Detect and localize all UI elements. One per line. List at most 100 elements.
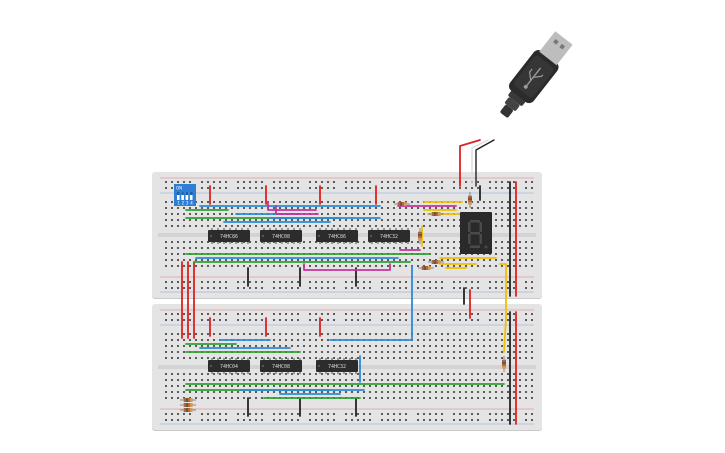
- chip-pin: [331, 242, 333, 244]
- resistor-band: [502, 366, 506, 368]
- dip-switch-toggle[interactable]: [185, 192, 189, 200]
- resistor-band: [434, 260, 436, 264]
- chip-label: 74HC08: [272, 234, 290, 240]
- chip-pin: [337, 228, 339, 230]
- ic-chip[interactable]: 74HC08: [260, 358, 302, 374]
- chip-pin: [293, 358, 295, 360]
- chip-label: 74HC08: [272, 364, 290, 370]
- chip-pin: [319, 358, 321, 360]
- signal-wire[interactable]: [303, 263, 391, 271]
- seven-segment-display[interactable]: [460, 212, 492, 254]
- resistor-band: [190, 403, 192, 407]
- usb-plug[interactable]: [492, 29, 576, 125]
- dip-switch-lever: [177, 192, 180, 195]
- signal-wire[interactable]: [499, 263, 507, 353]
- chip-pin: [371, 242, 373, 244]
- chip-pin: [293, 242, 295, 244]
- resistor[interactable]: [468, 192, 472, 208]
- chip-pin: [263, 242, 265, 244]
- chip-pin: [247, 358, 249, 360]
- chip-pin: [299, 242, 301, 244]
- dip-switch-position-number: 1: [177, 201, 180, 206]
- usb-ground-lead[interactable]: [475, 139, 495, 187]
- signal-wire[interactable]: [329, 265, 413, 341]
- chip-pin: [325, 242, 327, 244]
- chip-pin: [355, 242, 357, 244]
- resistor-band: [184, 408, 186, 412]
- chip-notch: [261, 364, 265, 368]
- resistor[interactable]: [428, 212, 444, 216]
- chip-pin: [223, 228, 225, 230]
- resistor-band: [468, 202, 472, 204]
- resistor[interactable]: [502, 356, 506, 372]
- resistor-band: [436, 212, 438, 216]
- chip-body: [316, 360, 358, 372]
- resistor-band: [188, 398, 190, 402]
- resistor[interactable]: [180, 403, 196, 407]
- resistor[interactable]: [418, 266, 434, 270]
- resistor-band: [428, 266, 430, 270]
- dip-switch-position-number: 4: [190, 201, 193, 206]
- chip-pin: [331, 358, 333, 360]
- resistor[interactable]: [394, 202, 410, 206]
- dip-switch-toggle[interactable]: [189, 192, 193, 200]
- chip-pin: [217, 358, 219, 360]
- chip-pin: [293, 228, 295, 230]
- chip-label: 74HC86: [328, 234, 346, 240]
- chip-pin: [275, 228, 277, 230]
- chip-label: 74HC32: [380, 234, 398, 240]
- chip-pin: [241, 372, 243, 374]
- dip-switch-icon: [174, 184, 196, 206]
- dip-switch-lever: [189, 192, 193, 195]
- chip-pin: [355, 228, 357, 230]
- chip-notch: [209, 364, 213, 368]
- dip-switch-toggle[interactable]: [177, 192, 180, 200]
- ic-chip[interactable]: 74HC86: [208, 228, 250, 244]
- chip-pin: [287, 242, 289, 244]
- signal-wire[interactable]: [275, 205, 319, 215]
- chip-pin: [331, 228, 333, 230]
- ic-chip[interactable]: 74HC32: [368, 228, 410, 244]
- resistor[interactable]: [180, 408, 196, 412]
- chip-pin: [241, 358, 243, 360]
- resistor[interactable]: [418, 228, 422, 244]
- chip-pin: [247, 372, 249, 374]
- dip-switch-lever: [185, 192, 189, 195]
- resistor[interactable]: [180, 398, 196, 402]
- chip-pin: [401, 228, 403, 230]
- chip-pin: [407, 242, 409, 244]
- dip-switch-lever: [181, 192, 184, 195]
- chip-pin: [235, 242, 237, 244]
- chip-pin: [229, 242, 231, 244]
- usb-strain-relief: [508, 89, 526, 106]
- ic-chip[interactable]: 74HC08: [260, 228, 302, 244]
- chip-pin: [319, 372, 321, 374]
- ic-chip[interactable]: 74HC86: [316, 228, 358, 244]
- resistor-band: [418, 236, 422, 238]
- chip-pin: [275, 358, 277, 360]
- resistor-band: [502, 362, 506, 364]
- resistor[interactable]: [428, 260, 444, 264]
- usb-connector-slot: [559, 43, 565, 50]
- dip-switch-toggle[interactable]: [181, 192, 184, 200]
- resistor-band: [402, 202, 404, 206]
- chip-pin: [395, 228, 397, 230]
- chip-pin: [349, 372, 351, 374]
- ic-chip[interactable]: 74HC32: [316, 358, 358, 374]
- chip-pin: [269, 372, 271, 374]
- chip-pin: [229, 372, 231, 374]
- chip-body: [368, 230, 410, 242]
- signal-wire[interactable]: [267, 201, 317, 211]
- chip-body: [316, 230, 358, 242]
- usb-symbol-base: [523, 84, 528, 89]
- chip-notch: [369, 234, 373, 238]
- resistor-band: [432, 212, 434, 216]
- chip-pin: [217, 372, 219, 374]
- ic-chip[interactable]: 74HC04: [208, 358, 250, 374]
- resistor-band: [184, 403, 186, 407]
- usb-symbol-branch: [529, 68, 533, 81]
- usb-power-lead[interactable]: [459, 139, 481, 187]
- usb-data-lead[interactable]: [471, 139, 489, 187]
